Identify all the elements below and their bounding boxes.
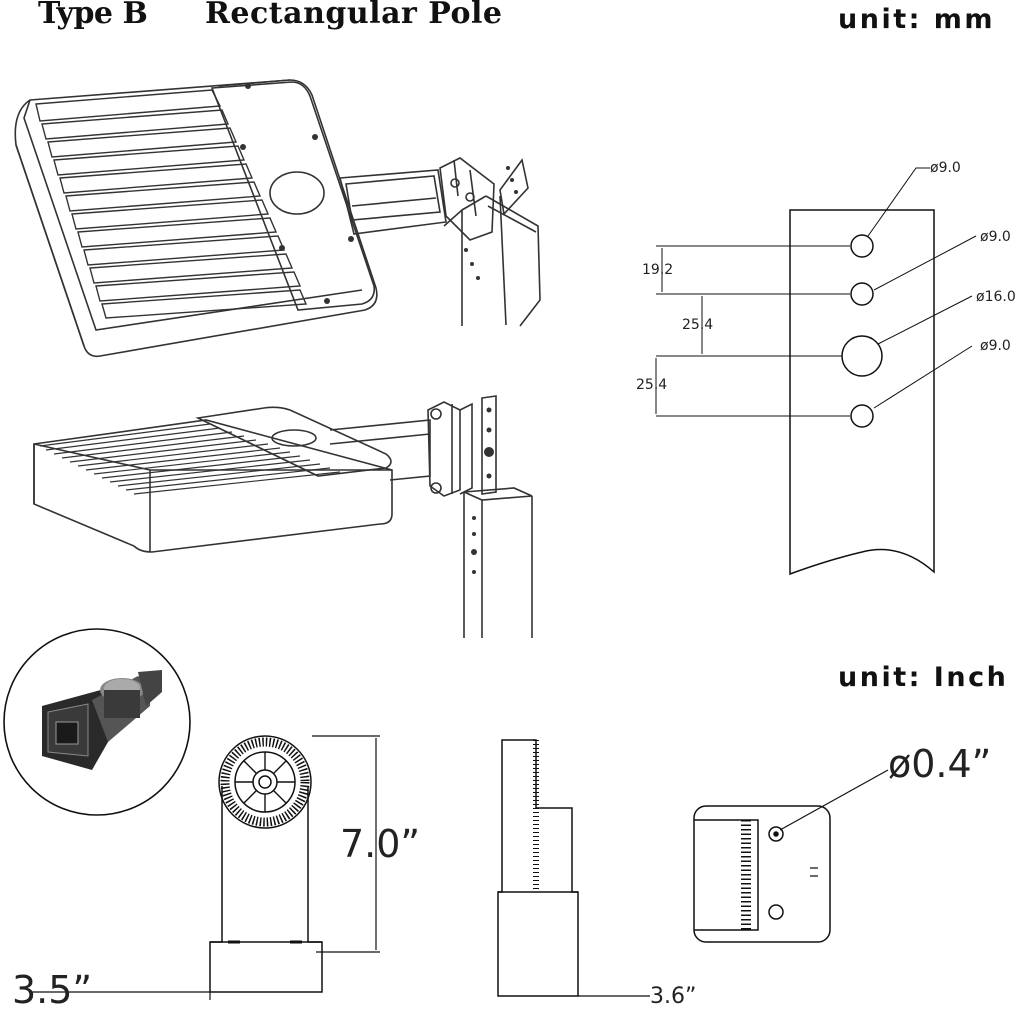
hole-4 (850, 404, 874, 428)
hole-2 (850, 282, 874, 306)
bracket-front-view (30, 735, 380, 1000)
pole-hole-diagram (655, 167, 977, 576)
bracket-height-dimension: 7.0” (340, 822, 421, 866)
hole-4-diameter: ø9.0 (980, 338, 1011, 354)
unit-inch-label: unit: Inch (838, 662, 1009, 693)
pole-type-label: Rectangular Pole (205, 0, 503, 31)
bracket-side-view (497, 739, 650, 997)
bracket-photo-inset (3, 628, 191, 816)
hole-3 (841, 335, 883, 377)
bracket-hole-diameter: ø0.4” (888, 742, 992, 786)
hole-3-diameter: ø16.0 (976, 289, 1016, 305)
unit-mm-label: unit: mm (838, 4, 996, 35)
spacing-3: 25.4 (636, 377, 668, 393)
fixture-side-view (33, 395, 533, 638)
hole-1 (850, 234, 874, 258)
bracket-side-width-dimension: 3.6” (650, 984, 697, 1009)
fixture-top-view (14, 79, 541, 358)
spacing-1: 19.2 (642, 262, 674, 278)
bracket-front-width-dimension: 3.5” (12, 968, 93, 1012)
spacing-2: 25.4 (682, 317, 714, 333)
hole-2-diameter: ø9.0 (980, 229, 1011, 245)
bracket-face-view (693, 769, 889, 943)
type-label: Type B (38, 0, 148, 31)
hole-1-diameter: ø9.0 (930, 160, 961, 176)
